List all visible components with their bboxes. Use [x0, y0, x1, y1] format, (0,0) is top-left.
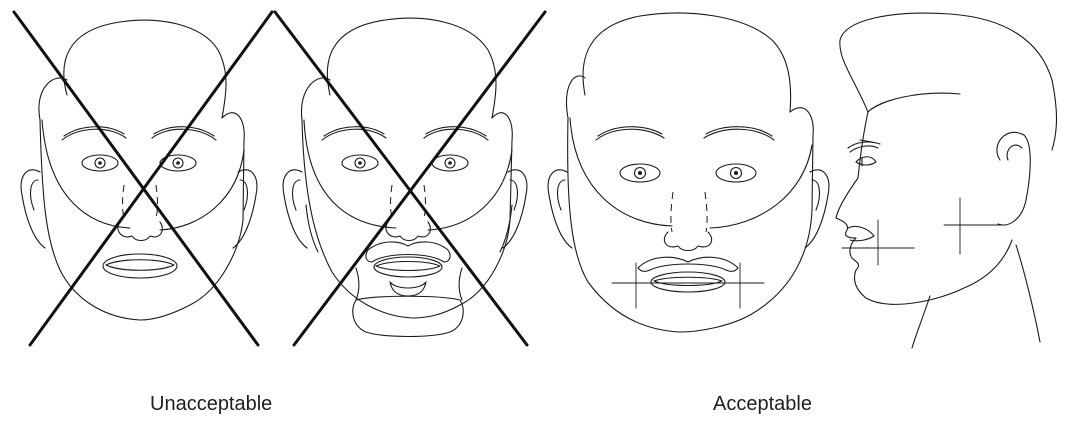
mustache — [366, 242, 450, 262]
ear — [997, 132, 1030, 225]
hair — [64, 20, 226, 118]
left-eyebrow — [322, 127, 386, 140]
cross-line-a — [14, 12, 258, 345]
left-eyebrow — [62, 127, 126, 140]
right-eyebrow — [704, 127, 774, 140]
hair — [327, 18, 496, 118]
cross-line-d — [294, 12, 545, 345]
mustache — [848, 226, 874, 240]
beard-bottom — [353, 296, 463, 336]
head-outline — [566, 76, 813, 332]
chin-beard — [390, 282, 426, 296]
nose — [118, 222, 162, 241]
left-eyebrow — [596, 127, 664, 140]
mustache — [638, 257, 738, 271]
face-panel-1 — [21, 20, 257, 320]
nose-bridge — [123, 185, 125, 218]
nose — [386, 222, 430, 241]
caption-unacceptable: Unacceptable — [150, 393, 272, 416]
eyebrow — [848, 142, 880, 152]
face-panel-3 — [548, 13, 829, 332]
mouth — [651, 272, 725, 292]
cross-line-b — [30, 12, 272, 345]
caption-acceptable: Acceptable — [713, 393, 812, 416]
hair — [840, 13, 1057, 150]
eye — [856, 157, 876, 165]
mouth — [374, 257, 442, 277]
face-panel-4 — [836, 13, 1057, 348]
mouth — [103, 254, 177, 278]
face-panel-2 — [283, 18, 527, 336]
hair — [583, 13, 791, 112]
nose — [664, 232, 711, 251]
